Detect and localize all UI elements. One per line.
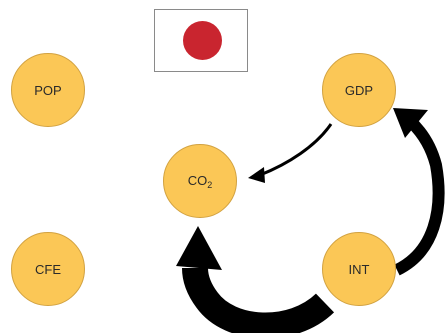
node-co2-label-sub: 2 xyxy=(207,179,213,190)
edge-gdp-to-co2 xyxy=(259,123,333,177)
japan-flag-icon xyxy=(154,9,248,72)
node-cfe-label: CFE xyxy=(35,261,61,277)
node-int: INT xyxy=(322,232,396,306)
node-co2-label-main: CO xyxy=(187,172,208,188)
edge-int-to-gdp xyxy=(394,115,445,276)
node-co2: CO2 xyxy=(163,144,237,218)
node-co2-label: CO2 xyxy=(188,173,213,190)
edge-int-to-co2-arrowhead xyxy=(176,226,222,270)
node-int-label: INT xyxy=(348,261,370,277)
node-gdp-label: GDP xyxy=(344,82,374,98)
edge-int-to-gdp-arrowhead xyxy=(393,108,428,138)
node-gdp: GDP xyxy=(322,53,396,127)
flag-red-disc xyxy=(183,21,222,60)
edge-gdp-to-co2-arrowhead xyxy=(248,167,265,183)
node-pop: POP xyxy=(11,53,85,127)
node-pop-label: POP xyxy=(34,82,62,98)
edge-int-to-co2 xyxy=(182,267,335,333)
node-cfe: CFE xyxy=(11,232,85,306)
